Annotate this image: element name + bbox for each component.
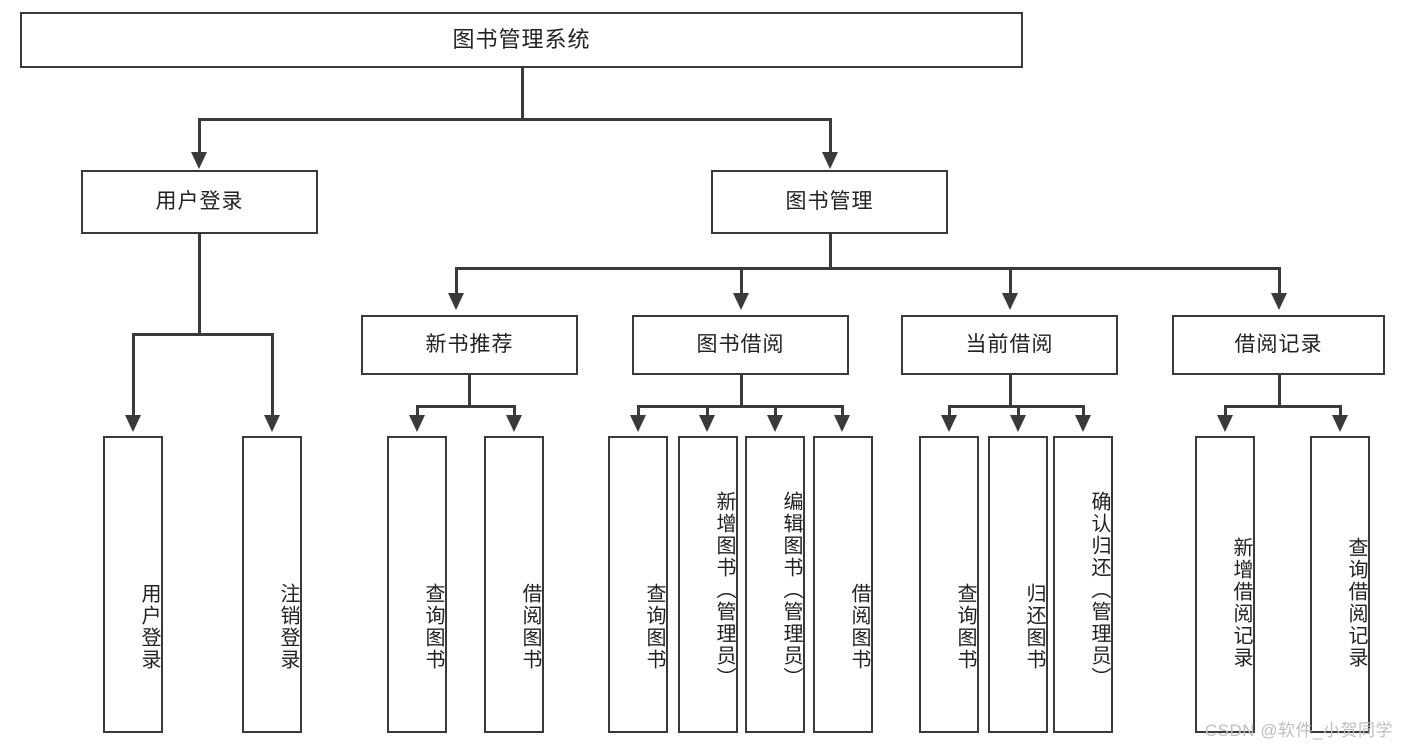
watermark-text: CSDN @软件_小贺同学 bbox=[1204, 721, 1393, 740]
leaf-book-borrow-2[interactable]: 新增图书（管理员） bbox=[678, 436, 738, 733]
node-book-borrow[interactable]: 图书借阅 bbox=[632, 315, 849, 375]
arrow-leaf-bb-2 bbox=[699, 415, 715, 432]
arrow-leaf-bb-3 bbox=[767, 415, 783, 432]
arrow-new-book bbox=[448, 293, 464, 310]
node-book-manage[interactable]: 图书管理 bbox=[711, 170, 948, 234]
node-label: 查询图书 bbox=[954, 582, 976, 671]
edge-borrow-record-bus bbox=[1224, 405, 1341, 408]
leaf-book-borrow-3[interactable]: 编辑图书（管理员） bbox=[745, 436, 805, 733]
node-label: 新增借阅记录 bbox=[1230, 536, 1252, 669]
arrow-current-borrow bbox=[1002, 293, 1018, 310]
leaf-book-borrow-1[interactable]: 查询图书 bbox=[608, 436, 668, 733]
node-current-borrow[interactable]: 当前借阅 bbox=[901, 315, 1118, 375]
edge-drop-book-manage bbox=[829, 118, 832, 156]
arrow-leaf-br-1 bbox=[1217, 415, 1233, 432]
leaf-new-book-1[interactable]: 查询图书 bbox=[387, 436, 447, 733]
arrow-borrow-record bbox=[1271, 293, 1287, 310]
arrow-leaf-bb-4 bbox=[834, 415, 850, 432]
node-label: 图书借阅 bbox=[696, 332, 785, 356]
node-label: 新增图书（管理员） bbox=[713, 490, 735, 689]
arrow-leaf-user-login-1 bbox=[125, 415, 141, 432]
edge-drop-leaf-nb-1 bbox=[416, 405, 419, 419]
node-label: 图书管理系统 bbox=[452, 27, 591, 53]
leaf-book-borrow-4[interactable]: 借阅图书 bbox=[813, 436, 873, 733]
edge-borrow-record-stem bbox=[1278, 375, 1281, 407]
edge-drop-borrow-record bbox=[1278, 267, 1281, 297]
arrow-user-login bbox=[191, 152, 207, 169]
leaf-current-borrow-1[interactable]: 查询图书 bbox=[919, 436, 979, 733]
node-label: 查询图书 bbox=[422, 582, 444, 671]
node-label: 图书管理 bbox=[785, 189, 874, 213]
node-label: 查询借阅记录 bbox=[1345, 536, 1367, 669]
edge-level1-bus bbox=[198, 118, 831, 121]
edge-user-login-stem bbox=[198, 234, 201, 335]
node-label: 编辑图书（管理员） bbox=[780, 490, 802, 689]
node-label: 用户登录 bbox=[155, 189, 244, 213]
leaf-new-book-2[interactable]: 借阅图书 bbox=[484, 436, 544, 733]
edge-current-borrow-bus bbox=[948, 405, 1084, 408]
edge-drop-new-book bbox=[455, 267, 458, 297]
node-label: 归还图书 bbox=[1023, 582, 1045, 671]
arrow-leaf-br-2 bbox=[1332, 415, 1348, 432]
node-new-book-recommend[interactable]: 新书推荐 bbox=[361, 315, 578, 375]
edge-drop-leaf-bb-4 bbox=[841, 405, 844, 419]
arrow-book-manage bbox=[822, 152, 838, 169]
node-label: 新书推荐 bbox=[425, 332, 514, 356]
arrow-leaf-cb-2 bbox=[1010, 415, 1026, 432]
edge-book-borrow-stem bbox=[740, 375, 743, 407]
leaf-borrow-record-2[interactable]: 查询借阅记录 bbox=[1310, 436, 1370, 733]
node-label: 确认归还（管理员） bbox=[1088, 490, 1110, 689]
node-label: 借阅图书 bbox=[519, 582, 541, 671]
arrow-leaf-user-login-2 bbox=[264, 415, 280, 432]
leaf-current-borrow-2[interactable]: 归还图书 bbox=[988, 436, 1048, 733]
arrow-leaf-cb-3 bbox=[1075, 415, 1091, 432]
leaf-borrow-record-1[interactable]: 新增借阅记录 bbox=[1195, 436, 1255, 733]
edge-drop-leaf-br-1 bbox=[1224, 405, 1227, 419]
leaf-user-login-2[interactable]: 注销登录 bbox=[242, 436, 302, 733]
arrow-leaf-nb-1 bbox=[409, 415, 425, 432]
node-label: 用户登录 bbox=[138, 582, 160, 671]
edge-drop-current-borrow bbox=[1009, 267, 1012, 297]
arrow-leaf-nb-2 bbox=[506, 415, 522, 432]
edge-new-book-bus bbox=[416, 405, 514, 408]
edge-user-login-bus bbox=[132, 333, 273, 336]
node-label: 借阅图书 bbox=[848, 582, 870, 671]
edge-drop-leaf-br-2 bbox=[1339, 405, 1342, 419]
edge-drop-leaf-cb-1 bbox=[948, 405, 951, 419]
node-label: 借阅记录 bbox=[1234, 332, 1323, 356]
edge-drop-user-login bbox=[198, 118, 201, 156]
edge-current-borrow-stem bbox=[1009, 375, 1012, 407]
edge-book-borrow-bus bbox=[637, 405, 843, 408]
node-user-login[interactable]: 用户登录 bbox=[81, 170, 318, 234]
edge-level2-bus bbox=[455, 267, 1281, 270]
edge-drop-leaf-user-login-1 bbox=[132, 333, 135, 419]
leaf-current-borrow-3[interactable]: 确认归还（管理员） bbox=[1053, 436, 1113, 733]
edge-book-manage-stem bbox=[829, 234, 832, 269]
node-root-system[interactable]: 图书管理系统 bbox=[20, 12, 1023, 68]
arrow-book-borrow bbox=[733, 293, 749, 310]
node-borrow-record[interactable]: 借阅记录 bbox=[1172, 315, 1385, 375]
edge-drop-leaf-bb-1 bbox=[637, 405, 640, 419]
edge-drop-leaf-nb-2 bbox=[513, 405, 516, 419]
edge-root-stem bbox=[521, 68, 524, 120]
node-label: 当前借阅 bbox=[965, 332, 1054, 356]
edge-drop-book-borrow bbox=[740, 267, 743, 297]
node-label: 查询图书 bbox=[643, 582, 665, 671]
arrow-leaf-cb-1 bbox=[941, 415, 957, 432]
edge-drop-leaf-bb-2 bbox=[706, 405, 709, 419]
edge-new-book-stem bbox=[468, 375, 471, 407]
edge-drop-leaf-user-login-2 bbox=[271, 333, 274, 419]
arrow-leaf-bb-1 bbox=[630, 415, 646, 432]
edge-drop-leaf-bb-3 bbox=[774, 405, 777, 419]
leaf-user-login-1[interactable]: 用户登录 bbox=[103, 436, 163, 733]
edge-drop-leaf-cb-2 bbox=[1017, 405, 1020, 419]
node-label: 注销登录 bbox=[277, 582, 299, 671]
edge-drop-leaf-cb-3 bbox=[1082, 405, 1085, 419]
